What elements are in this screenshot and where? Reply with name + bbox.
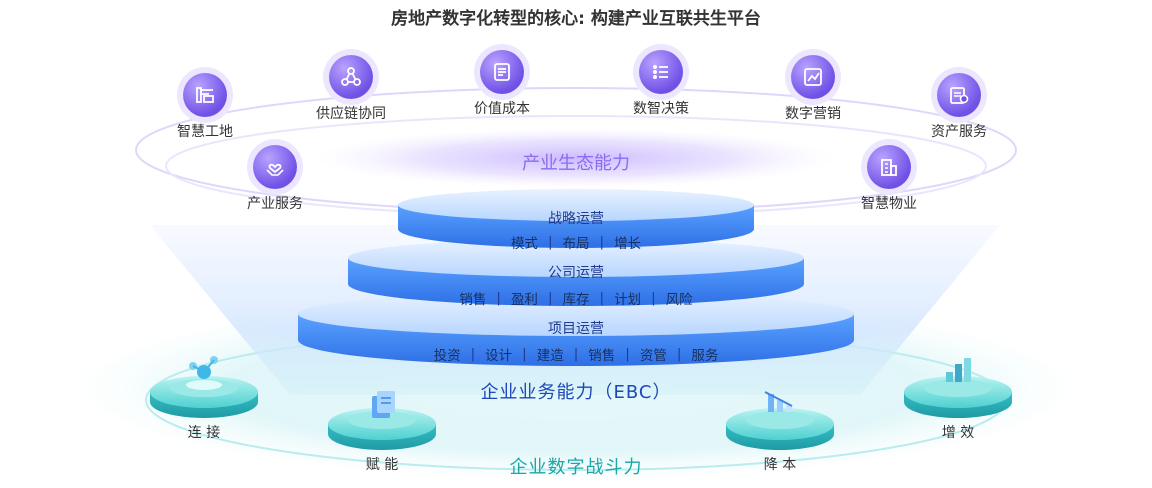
tier-company-labels: 公司运营 销售| 盈利| 库存| 计划| 风险	[348, 262, 804, 308]
node-industry-service: 产业服务	[205, 145, 345, 213]
tier-project-labels: 项目运营 投资| 设计| 建造| 销售| 资管| 服务	[298, 318, 854, 364]
list-options-icon	[639, 50, 683, 94]
node-smart-site: 智慧工地	[135, 73, 275, 141]
ecosystem-glow	[316, 128, 836, 188]
pedestal-reduce	[726, 408, 834, 450]
down-arrow-chart-icon	[764, 391, 793, 412]
tier-item: 资管	[639, 348, 667, 364]
node-label: 数字营销	[785, 106, 841, 122]
tier-item: 盈利	[510, 292, 538, 308]
tier-item: 模式	[510, 236, 538, 252]
combat-label: 企业数字战斗力	[509, 457, 643, 478]
combat-label-efficiency: 增 效	[941, 425, 975, 441]
tier-item: 风险	[665, 292, 693, 308]
node-supply-chain: 供应链协同	[281, 55, 421, 123]
ecosystem-label: 产业生态能力	[522, 153, 630, 174]
trend-chart-icon	[791, 55, 835, 99]
document-stack-icon	[372, 391, 395, 418]
tier-items: 投资| 设计| 建造| 销售| 资管| 服务	[433, 346, 719, 364]
node-label: 产业服务	[247, 196, 303, 212]
node-label: 供应链协同	[316, 106, 386, 122]
tier-item: 库存	[562, 292, 590, 308]
asset-card-icon	[937, 73, 981, 117]
combat-label-reduce: 降 本	[763, 457, 797, 473]
node-label: 价值成本	[474, 101, 530, 117]
tier-items: 销售| 盈利| 库存| 计划| 风险	[459, 290, 693, 308]
construction-crane-icon	[183, 73, 227, 117]
node-value-cost: 价值成本	[432, 50, 572, 118]
tier-item: 销售	[459, 292, 487, 308]
tier-item: 增长	[614, 236, 642, 252]
heart-hands-icon	[253, 145, 297, 189]
growth-blocks-icon	[946, 358, 971, 382]
tier-title: 项目运营	[548, 321, 604, 337]
tier-item: 销售	[588, 348, 616, 364]
tier-strategy-labels: 战略运营 模式| 布局| 增长	[398, 208, 754, 252]
smart-building-icon	[867, 145, 911, 189]
tier-item: 服务	[691, 348, 719, 364]
node-label: 数智决策	[633, 101, 689, 117]
page-title: 房地产数字化转型的核心: 构建产业互联共生平台	[391, 9, 761, 29]
tier-item: 建造	[536, 348, 564, 364]
tier-item: 设计	[485, 348, 513, 364]
tier-project	[298, 292, 854, 366]
tier-item: 计划	[614, 292, 642, 308]
pedestal-empower	[328, 408, 436, 450]
node-digital-marketing: 数字营销	[743, 55, 883, 123]
node-intelligent-decision: 数智决策	[591, 50, 731, 118]
node-smart-property: 智慧物业	[819, 145, 959, 213]
pedestal-connect	[150, 376, 258, 418]
ebc-label: 企业业务能力（EBC）	[480, 382, 672, 403]
combat-label-connect: 连 接	[187, 425, 221, 441]
tier-company	[348, 239, 804, 306]
pedestal-efficiency	[904, 376, 1012, 418]
node-label: 智慧工地	[177, 124, 233, 140]
molecule-icon	[189, 356, 218, 379]
combat-label-empower: 赋 能	[365, 457, 399, 473]
tier-items: 模式| 布局| 增长	[510, 234, 642, 252]
tier-strategy	[398, 189, 754, 248]
tier-item: 投资	[433, 348, 461, 364]
node-label: 资产服务	[931, 124, 987, 140]
node-asset-service: 资产服务	[889, 73, 1029, 141]
tier-title: 公司运营	[548, 265, 604, 281]
tier-item: 布局	[562, 236, 590, 252]
document-list-icon	[480, 50, 524, 94]
network-nodes-icon	[329, 55, 373, 99]
tier-title: 战略运营	[548, 211, 604, 227]
node-label: 智慧物业	[861, 196, 917, 212]
